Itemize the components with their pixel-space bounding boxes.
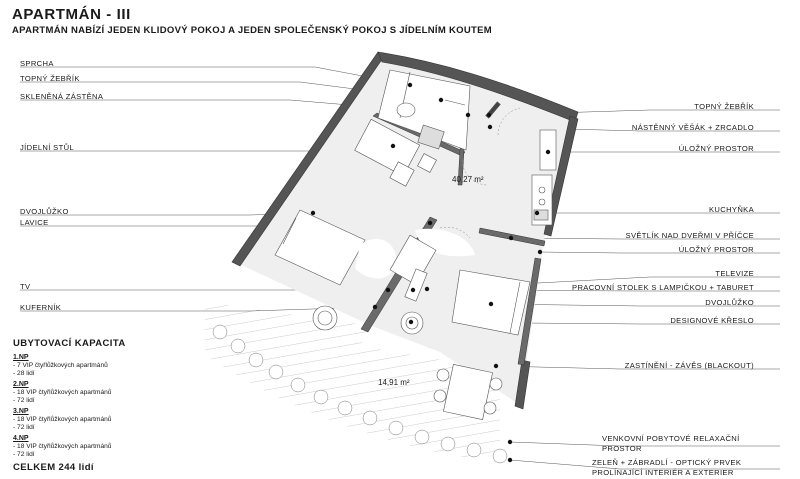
area-terrace: 14,91 m² — [378, 378, 410, 387]
terrace-furniture — [433, 364, 503, 420]
terrace-greenery — [212, 324, 508, 464]
label-double-bed-left: DVOJLŮŽKO — [20, 207, 69, 216]
label-blackout-curtain: ZASTÍNĚNÍ - ZÁVĚS (BLACKOUT) — [624, 361, 754, 370]
label-designer-armchair: DESIGNOVÉ KŘESLO — [670, 316, 754, 325]
bathroom — [377, 69, 501, 151]
outer-walls — [231, 51, 579, 410]
floor-line: - 28 lidí — [13, 370, 35, 377]
area-main: 40,27 m² — [452, 175, 484, 184]
floor-name: 3.NP — [13, 408, 29, 415]
plan-title: APARTMÁN - III — [12, 6, 131, 23]
floor-line: - 72 lidí — [13, 451, 35, 458]
label-kitchenette: KUCHYŇKA — [709, 205, 754, 214]
label-dining-table: JÍDELNÍ STŮL — [20, 143, 74, 152]
label-storage-1: ÚLOŽNÝ PROSTOR — [678, 144, 754, 153]
dining-table — [354, 118, 437, 187]
desk — [404, 268, 428, 302]
label-luggage-rack: KUFERNÍK — [20, 303, 62, 312]
floor-line: - 18 VIP čtyřlůžkových apartmánů — [13, 389, 112, 396]
floor-name: 2.NP — [13, 381, 29, 388]
floor-4: 4.NP - 18 VIP čtyřlůžkových apartmánů - … — [13, 435, 183, 459]
floor-3: 3.NP - 18 VIP čtyřlůžkových apartmánů - … — [13, 408, 183, 432]
floor-line: - 18 VIP čtyřlůžkových apartmánů — [13, 416, 112, 423]
door-swings — [439, 107, 521, 239]
label-storage-2: ÚLOŽNÝ PROSTOR — [678, 245, 754, 254]
label-heated-towel-rail-right: TOPNÝ ŽEBŘÍK — [694, 102, 754, 111]
label-greenery-railing: ZELEŇ + ZÁBRADLÍ - OPTICKÝ PRVEK PROLÍNA… — [592, 458, 742, 477]
bench — [389, 234, 437, 286]
floor-1: 1.NP - 7 VIP čtyřlůžkových apartmánů - 2… — [13, 354, 183, 378]
label-desk-lamp-stool: PRACOVNÍ STOLEK S LAMPIČKOU + TABURET — [572, 283, 754, 292]
floor-line: - 18 VIP čtyřlůžkových apartmánů — [13, 443, 112, 450]
label-double-bed-right: DVOJLŮŽKO — [705, 298, 754, 307]
marker-dots — [310, 82, 551, 463]
armchairs — [312, 305, 424, 335]
leader-lines-right — [410, 109, 780, 470]
floor-name: 4.NP — [13, 435, 29, 442]
label-skylight: SVĚTLÍK NAD DVEŘMI V PŘÍČCE — [625, 231, 754, 240]
capacity-title: UBYTOVACÍ KAPACITA — [13, 338, 126, 349]
double-bed-left — [274, 209, 366, 286]
label-shower: SPRCHA — [20, 59, 54, 68]
label-television: TELEVIZE — [715, 269, 754, 278]
floor-line: - 72 lidí — [13, 424, 35, 431]
label-outdoor-relax: VENKOVNÍ POBYTOVÉ RELAXAČNÍ PROSTOR — [602, 434, 740, 453]
floor-line: - 7 VIP čtyřlůžkových apartmánů — [13, 362, 108, 369]
capacity-total: CELKEM 244 lidí — [13, 462, 94, 473]
label-glass-screen: SKLENĚNÁ ZÁSTĚNA — [20, 92, 104, 101]
terrace-area — [205, 302, 500, 462]
label-bench: LAVICE — [20, 218, 49, 227]
floor-line: - 72 lidí — [13, 397, 35, 404]
floor-name: 1.NP — [13, 354, 29, 361]
label-wall-hanger-mirror: NÁSTĚNNÝ VĚŠÁK + ZRCADLO — [631, 123, 754, 132]
floor-2: 2.NP - 18 VIP čtyřlůžkových apartmánů - … — [13, 381, 183, 405]
plan-subtitle: APARTMÁN NABÍZÍ JEDEN KLIDOVÝ POKOJ A JE… — [12, 25, 492, 36]
label-heated-towel-rail: TOPNÝ ŽEBŘÍK — [20, 74, 80, 83]
capacity-panel: UBYTOVACÍ KAPACITA 1.NP - 7 VIP čtyřlůžk… — [13, 338, 183, 473]
label-tv: TV — [20, 282, 31, 291]
